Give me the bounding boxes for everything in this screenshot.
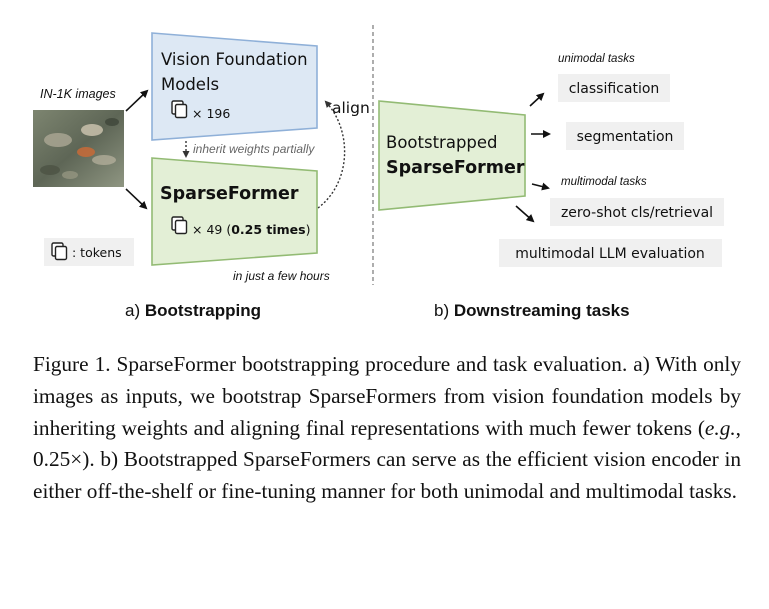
caption-eg: e.g. xyxy=(704,415,736,440)
unimodal-heading: unimodal tasks xyxy=(558,53,635,65)
input-image xyxy=(33,110,124,187)
vfm-block xyxy=(151,32,318,141)
task-segmentation: segmentation xyxy=(577,129,674,145)
legend-label: : tokens xyxy=(72,245,122,260)
arrow-to-classification xyxy=(529,92,545,107)
figure-caption: Figure 1. SparseFormer bootstrapping pro… xyxy=(33,349,741,508)
vfm-title-line2: Models xyxy=(161,75,219,94)
panel-a-label: a) Bootstrapping xyxy=(125,301,261,320)
caption-part4: b) Bootstrapped SparseFormers can serve … xyxy=(33,447,742,504)
vfm-token-count: × 196 xyxy=(192,106,230,121)
arrow-image-to-vfm xyxy=(125,89,149,112)
multimodal-heading: multimodal tasks xyxy=(561,176,647,188)
task-llm-eval: multimodal LLM evaluation xyxy=(515,246,705,262)
caption-part1: SparseFormer bootstrapping procedure and… xyxy=(116,352,628,376)
align-arrow xyxy=(317,100,346,209)
task-zero-shot: zero-shot cls/retrieval xyxy=(561,205,713,221)
task-segmentation-box xyxy=(566,122,684,150)
sparseformer-block xyxy=(151,157,318,266)
bootstrapped-sparseformer-block xyxy=(378,100,526,211)
task-classification-box xyxy=(558,74,670,102)
caption-label: Figure 1. xyxy=(33,352,111,376)
bootstrapped-line1: Bootstrapped xyxy=(386,133,498,152)
task-classification: classification xyxy=(569,81,660,97)
time-note: in just a few hours xyxy=(233,269,330,283)
arrow-to-multimodal-heading xyxy=(531,182,550,191)
bootstrapped-line2: SparseFormer xyxy=(386,158,525,178)
caption-part2: a) With only images as inputs, we bootst… xyxy=(33,352,741,440)
caption-part3: , 0.25×). xyxy=(33,415,741,472)
figure-diagram: IN-1K images Vision Foundation Models × … xyxy=(33,25,724,320)
inherit-label: inherit weights partially xyxy=(193,142,315,156)
panel-b-label: b) Downstreaming tasks xyxy=(434,301,630,320)
sparseformer-title: SparseFormer xyxy=(160,184,299,204)
sparseformer-token-count: × 49 (0.25 times) xyxy=(192,222,311,237)
task-zero-shot-box xyxy=(550,198,724,226)
task-llm-eval-box xyxy=(499,239,722,267)
input-label: IN-1K images xyxy=(40,87,116,101)
arrow-image-to-sparseformer xyxy=(125,188,148,210)
align-label: align xyxy=(332,99,370,117)
arrow-to-zero-shot xyxy=(515,205,535,223)
vfm-title-line1: Vision Foundation xyxy=(161,50,308,69)
